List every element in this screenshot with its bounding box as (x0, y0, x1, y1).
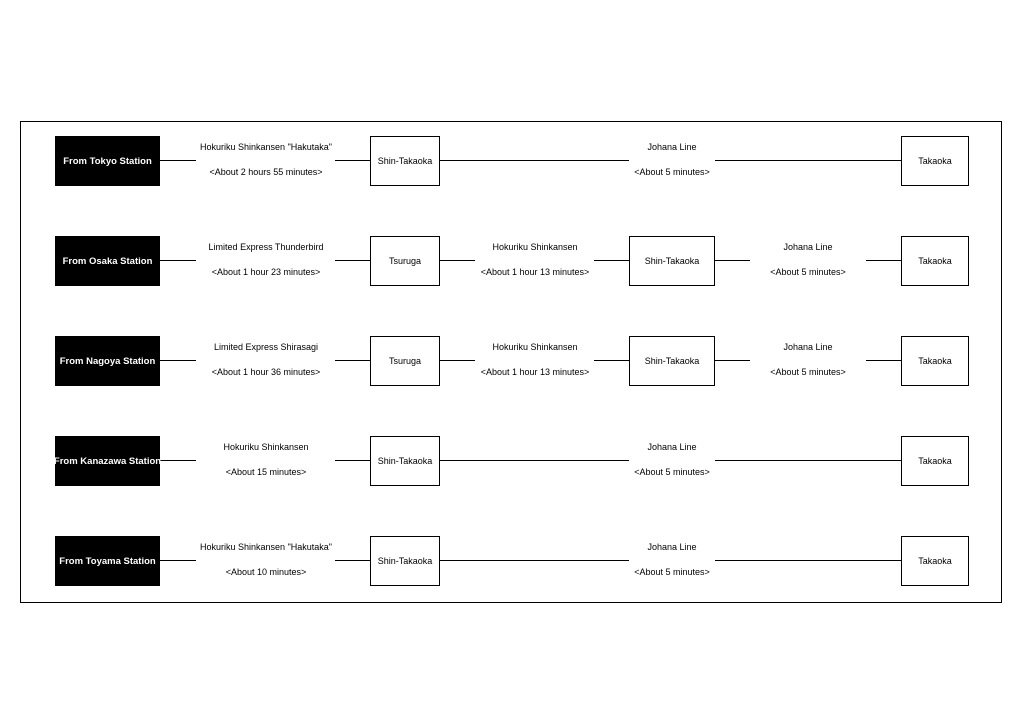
origin-station-osaka: From Osaka Station (55, 236, 160, 286)
connector-line (160, 560, 196, 561)
segment-travel-time: <About 1 hour 13 minutes> (480, 267, 590, 277)
segment-line-name: Johana Line (783, 342, 833, 352)
station-box-takaoka: Takaoka (901, 236, 969, 286)
connector-line (335, 260, 370, 261)
segment-line-name: Hokuriku Shinkansen (492, 242, 578, 252)
connector-line (160, 460, 196, 461)
segment-line-name: Hokuriku Shinkansen "Hakutaka" (200, 142, 332, 152)
segment-travel-time: <About 10 minutes> (225, 567, 307, 577)
segment-travel-time: <About 5 minutes> (634, 167, 710, 177)
segment-travel-time: <About 5 minutes> (634, 567, 710, 577)
segment-line-name: Hokuriku Shinkansen "Hakutaka" (200, 542, 332, 552)
segment-travel-time: <About 5 minutes> (634, 467, 710, 477)
connector-line (335, 360, 370, 361)
segment-travel-time: <About 15 minutes> (225, 467, 307, 477)
segment-travel-time: <About 5 minutes> (770, 267, 846, 277)
connector-line (440, 160, 629, 161)
connector-line (715, 460, 901, 461)
segment-line-name: Johana Line (647, 542, 697, 552)
segment-travel-time: <About 1 hour 23 minutes> (211, 267, 321, 277)
station-box-takaoka: Takaoka (901, 436, 969, 486)
station-box-takaoka: Takaoka (901, 536, 969, 586)
station-box-tsuruga: Tsuruga (370, 236, 440, 286)
connector-line (160, 360, 196, 361)
station-box-tsuruga: Tsuruga (370, 336, 440, 386)
station-box-shin-takaoka: Shin-Takaoka (370, 436, 440, 486)
origin-station-kanazawa: From Kanazawa Station (54, 436, 161, 486)
origin-station-nagoya: From Nagoya Station (55, 336, 160, 386)
origin-station-toyama: From Toyama Station (55, 536, 160, 586)
station-box-takaoka: Takaoka (901, 136, 969, 186)
station-box-shin-takaoka: Shin-Takaoka (629, 236, 715, 286)
connector-line (715, 360, 750, 361)
segment-travel-time: <About 1 hour 13 minutes> (480, 367, 590, 377)
segment-line-name: Limited Express Shirasagi (213, 342, 319, 352)
station-box-shin-takaoka: Shin-Takaoka (629, 336, 715, 386)
segment-travel-time: <About 5 minutes> (770, 367, 846, 377)
diagram-frame (20, 121, 1002, 603)
segment-travel-time: <About 1 hour 36 minutes> (211, 367, 321, 377)
connector-line (715, 560, 901, 561)
connector-line (160, 260, 196, 261)
connector-line (440, 560, 629, 561)
connector-line (440, 460, 629, 461)
station-box-shin-takaoka: Shin-Takaoka (370, 136, 440, 186)
connector-line (335, 160, 370, 161)
connector-line (335, 560, 370, 561)
segment-line-name: Hokuriku Shinkansen (492, 342, 578, 352)
segment-line-name: Johana Line (647, 442, 697, 452)
segment-line-name: Hokuriku Shinkansen (223, 442, 309, 452)
connector-line (866, 260, 901, 261)
connector-line (715, 260, 750, 261)
connector-line (594, 360, 629, 361)
connector-line (440, 260, 475, 261)
segment-line-name: Johana Line (647, 142, 697, 152)
segment-line-name: Limited Express Thunderbird (208, 242, 324, 252)
station-box-takaoka: Takaoka (901, 336, 969, 386)
connector-line (866, 360, 901, 361)
connector-line (715, 160, 901, 161)
station-box-shin-takaoka: Shin-Takaoka (370, 536, 440, 586)
connector-line (594, 260, 629, 261)
connector-line (335, 460, 370, 461)
origin-station-tokyo: From Tokyo Station (55, 136, 160, 186)
connector-line (160, 160, 196, 161)
segment-travel-time: <About 2 hours 55 minutes> (209, 167, 323, 177)
connector-line (440, 360, 475, 361)
segment-line-name: Johana Line (783, 242, 833, 252)
